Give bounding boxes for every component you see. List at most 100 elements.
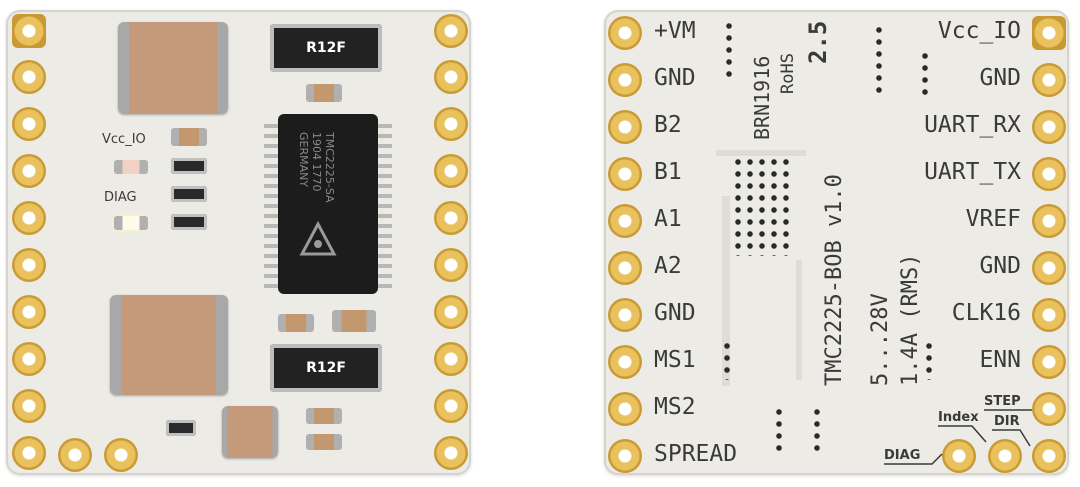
front-board: R12F R12F TMC2225-SA 1904 1770 GERMANY V… [6,10,471,475]
front-pad [434,389,468,423]
back-pad [988,439,1022,473]
back-pad [1032,110,1066,144]
driver-chip: TMC2225-SA 1904 1770 GERMANY [278,114,378,294]
text-voltage: 5...28V [868,293,893,386]
front-pad [12,154,46,188]
via-column [774,406,784,456]
pin-label-spread: SPREAD [654,441,738,467]
smd-component [171,186,207,202]
back-pad [608,204,642,238]
front-pad [434,248,468,282]
trace [722,196,730,386]
pin-label-gnd: GND [654,300,696,326]
pin-label-enn: ENN [979,347,1021,373]
back-pad [608,16,642,50]
via-column [722,340,732,380]
back-pad [608,157,642,191]
back-pad [1032,251,1066,285]
pin-label-uart-tx: UART_TX [924,159,1021,185]
back-pad [1032,439,1066,473]
resistor-top: R12F [270,24,382,72]
front-pad [434,154,468,188]
via-column [924,340,934,380]
pin-label-b2: B2 [654,112,682,138]
back-pad [608,63,642,97]
pin-label-b1: B1 [654,159,682,185]
front-pad [12,389,46,423]
back-pad [1032,16,1066,50]
front-pad [434,436,468,470]
pin-label-a1: A1 [654,206,682,232]
smd-component [171,128,207,146]
smd-code-component [166,420,196,436]
front-pad [12,201,46,235]
front-pad [434,295,468,329]
smd-component [278,314,314,332]
trace [716,150,806,156]
logo-mark: 2.5 [804,20,832,64]
back-pad [1032,157,1066,191]
back-pad [1032,345,1066,379]
pin-label-gnd: GND [979,65,1021,91]
front-pad [434,201,468,235]
smd-component [332,310,376,332]
chip-leads-left [264,120,278,288]
vcc-io-led [114,160,148,174]
front-pad [12,295,46,329]
text-brn: BRN1916 [750,55,774,140]
front-pad [434,60,468,94]
pin-label-gnd: GND [654,65,696,91]
smd-component [306,84,342,102]
pin-label-vref: VREF [965,206,1021,232]
capacitor-top [118,22,228,114]
smd-component [171,158,207,174]
front-pad [434,342,468,376]
front-pad [12,436,46,470]
back-pad [608,439,642,473]
resistor-bottom: R12F [270,344,382,392]
pin-label-a2: A2 [654,253,682,279]
pin-label-uart-rx: UART_RX [924,112,1021,138]
front-pad [12,60,46,94]
back-pad [608,392,642,426]
text-current: 1.4A (RMS) [898,253,923,386]
smd-component [306,408,342,424]
back-pad [942,439,976,473]
pin-label-clk16: CLK16 [951,300,1021,326]
front-pad [104,438,138,472]
label-vcc-io: Vcc_IO [102,132,146,147]
pin-label-vcc-io: Vcc_IO [937,18,1021,44]
pin-label-vm: +VM [654,18,696,44]
back-pad [608,110,642,144]
label-diag: DIAG [104,190,137,205]
back-board: +VM GND B2 B1 A1 A2 GND MS1 MS2 SPREAD V… [604,10,1069,475]
capacitor-small [222,406,278,458]
via-column [724,20,734,80]
label-diag: DIAG [884,448,921,463]
diag-led [114,216,148,230]
via-grid [732,156,792,256]
front-pad [12,248,46,282]
back-pad [608,251,642,285]
capacitor-bottom [110,295,228,395]
front-pad [434,14,468,48]
front-pad [434,107,468,141]
back-pad [1032,298,1066,332]
label-dir: DIR [994,414,1020,429]
via-column [920,50,930,100]
pin-label-gnd: GND [979,253,1021,279]
via-column [874,24,884,94]
pin-label-ms2: MS2 [654,394,696,420]
text-rohs: RoHS [778,53,798,94]
smd-component [171,214,207,230]
text-board-name: TMC2225-BOB v1.0 [822,174,847,386]
smd-component [306,434,342,450]
trace [796,260,802,380]
chip-leads-right [378,120,392,288]
chip-marking: TMC2225-SA 1904 1770 GERMANY [297,132,336,203]
front-pad [12,14,46,48]
label-step: STEP [984,394,1021,409]
via-column [812,406,822,456]
back-pad [1032,63,1066,97]
trinamic-logo-icon [299,220,337,256]
